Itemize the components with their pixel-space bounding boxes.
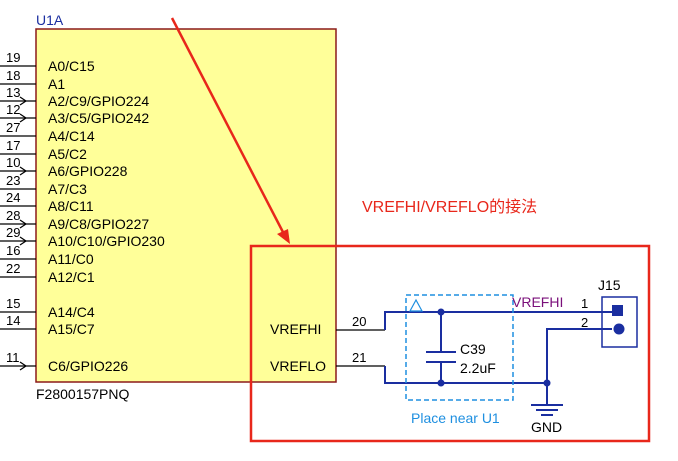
junction-dot-top [437, 308, 445, 316]
pin-label-a12: A12/C1 [48, 269, 95, 285]
pin-num-10: 10 [6, 155, 20, 170]
pin-num-17: 17 [6, 138, 20, 153]
pin-label-a3: A3/C5/GPIO242 [48, 110, 149, 126]
vref-wiring [384, 311, 612, 405]
pin-label-a6: A6/GPIO228 [48, 163, 128, 179]
pin-label-a0: A0/C15 [48, 58, 95, 74]
ground-icon [531, 404, 563, 416]
placement-note: Place near U1 [411, 410, 500, 426]
placement-marker-icon [408, 298, 424, 312]
pin-label-a9: A9/C8/GPIO227 [48, 216, 149, 232]
pin-label-a15: A15/C7 [48, 321, 95, 337]
pin-label-a8: A8/C11 [48, 198, 94, 214]
pin-label-vrefhi: VREFHI [270, 321, 321, 337]
chip-part-number: F2800157PNQ [36, 386, 130, 402]
highlight-arrow-shaft [170, 17, 287, 237]
pin-label-a1: A1 [48, 76, 65, 92]
pin-num-16: 16 [6, 243, 20, 258]
capacitor-designator: C39 [460, 341, 486, 357]
highlight-box [249, 244, 651, 443]
pin-num-12: 12 [6, 102, 20, 117]
left-pins [0, 65, 36, 371]
pin-label-c6: C6/GPIO226 [48, 358, 128, 374]
net-label-vrefhi: VREFHI [512, 294, 563, 310]
pin-num-13: 13 [6, 85, 20, 100]
connector-pin1 [612, 305, 623, 316]
pin-num-19: 19 [6, 50, 20, 65]
connector-body [601, 296, 638, 348]
pin-label-a10: A10/C10/GPIO230 [48, 233, 165, 249]
pin-num-11: 11 [6, 350, 20, 365]
highlight-arrow-head [277, 229, 290, 244]
chip-designator: U1A [36, 12, 64, 28]
connector-pin1-num: 1 [581, 296, 588, 311]
pin-label-a4: A4/C14 [48, 128, 95, 144]
connector-designator: J15 [598, 277, 621, 293]
annotation-title: VREFHI/VREFLO的接法 [362, 198, 537, 216]
pin-num-28: 28 [6, 208, 20, 223]
capacitor-value: 2.2uF [460, 360, 496, 376]
pin-num-15: 15 [6, 296, 20, 311]
junction-dot-bottom [437, 379, 445, 387]
ground-label: GND [531, 419, 562, 435]
connector-pin2 [613, 323, 625, 335]
pin-num-24: 24 [6, 190, 20, 205]
pin-num-22: 22 [6, 261, 20, 276]
pin-num-29: 29 [6, 225, 20, 240]
pin-num-23: 23 [6, 173, 20, 188]
pin-label-a2: A2/C9/GPIO224 [48, 93, 149, 109]
connector-pin2-num: 2 [581, 315, 588, 330]
pin-label-a5: A5/C2 [48, 146, 87, 162]
pin-label-a14: A14/C4 [48, 304, 95, 320]
pin-label-vreflo: VREFLO [270, 358, 326, 374]
pin-num-18: 18 [6, 68, 20, 83]
pin-num-21: 21 [352, 350, 366, 365]
pin-label-a11: A11/C0 [48, 251, 94, 267]
pin-num-27: 27 [6, 120, 20, 135]
placement-box [405, 294, 514, 401]
junction-dot-gnd [543, 379, 551, 387]
pin-num-14: 14 [6, 313, 20, 328]
pin-num-20: 20 [352, 314, 366, 329]
chip-body [35, 28, 337, 383]
pin-label-a7: A7/C3 [48, 181, 87, 197]
